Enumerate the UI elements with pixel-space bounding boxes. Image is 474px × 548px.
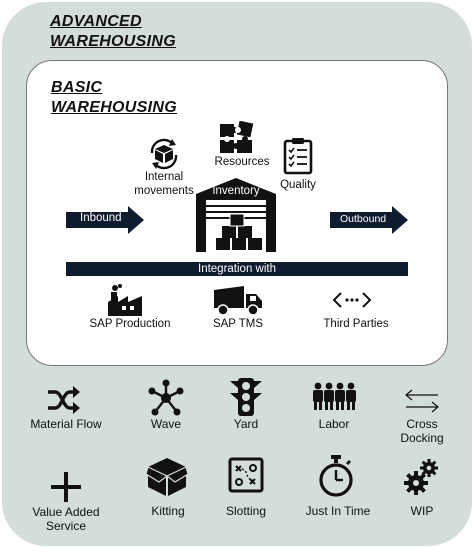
basic-title-line2: WAREHOUSING [51, 99, 177, 116]
value-added-line2: Service [45, 519, 86, 533]
cross-docking-line1: Cross [406, 417, 438, 431]
sap-tms-label: SAP TMS [212, 318, 264, 330]
network-icon [148, 379, 184, 416]
people-icon [313, 382, 356, 410]
basic-title-line1: BASIC [51, 79, 103, 96]
outbound-label: Outbound [340, 213, 387, 225]
integration-label: Integration with [198, 263, 276, 275]
internal-movements-icon [150, 138, 178, 170]
value-added-line1: Value Added [32, 505, 100, 519]
basic-warehousing-title: BASIC WAREHOUSING [51, 78, 177, 118]
code-icon [332, 292, 372, 308]
inbound-label: Inbound [80, 212, 122, 224]
sap-production-label: SAP Production [89, 318, 171, 330]
module-yard-label: Yard [233, 417, 259, 431]
quality-label: Quality [280, 179, 316, 191]
module-material-flow-label: Material Flow [30, 417, 102, 431]
module-cross-docking-label: Cross Docking [384, 417, 460, 445]
advanced-title-line2: WAREHOUSING [50, 33, 176, 50]
gears-icon [404, 459, 438, 495]
module-labor-label: Labor [318, 417, 350, 431]
module-slotting-label: Slotting [225, 504, 267, 518]
traffic-light-icon [230, 378, 262, 416]
integration-bar: Integration with [66, 262, 408, 276]
clipboard-check-icon [283, 138, 313, 175]
warehouse-icon [196, 178, 276, 252]
inbound-arrow [66, 206, 144, 234]
module-wave-label: Wave [150, 417, 182, 431]
strategy-board-icon [228, 457, 264, 493]
internal-movements-label: Internal movements [127, 170, 201, 198]
third-parties-label: Third Parties [323, 318, 389, 330]
factory-icon [108, 284, 142, 316]
truck-icon [214, 286, 262, 316]
module-kitting-label: Kitting [151, 504, 185, 518]
plus-icon [51, 472, 81, 502]
advanced-title-line1: ADVANCED [50, 13, 142, 30]
internal-movements-line2: movements [134, 185, 194, 197]
outbound-arrow [330, 206, 408, 234]
module-wip-label: WIP [410, 504, 434, 518]
resources-label: Resources [214, 156, 270, 168]
puzzle-icon [220, 121, 254, 153]
inventory-label: Inventory [212, 185, 260, 197]
internal-movements-line1: Internal [144, 171, 184, 183]
advanced-warehousing-title: ADVANCED WAREHOUSING [50, 12, 176, 52]
box-icon [146, 458, 188, 496]
shuffle-icon [48, 386, 80, 414]
module-just-in-time-label: Just In Time [305, 504, 371, 518]
stopwatch-icon [319, 455, 353, 497]
module-value-added-service-label: Value Added Service [22, 505, 110, 533]
cross-docking-line2: Docking [400, 431, 444, 445]
swap-arrows-icon [405, 389, 439, 413]
